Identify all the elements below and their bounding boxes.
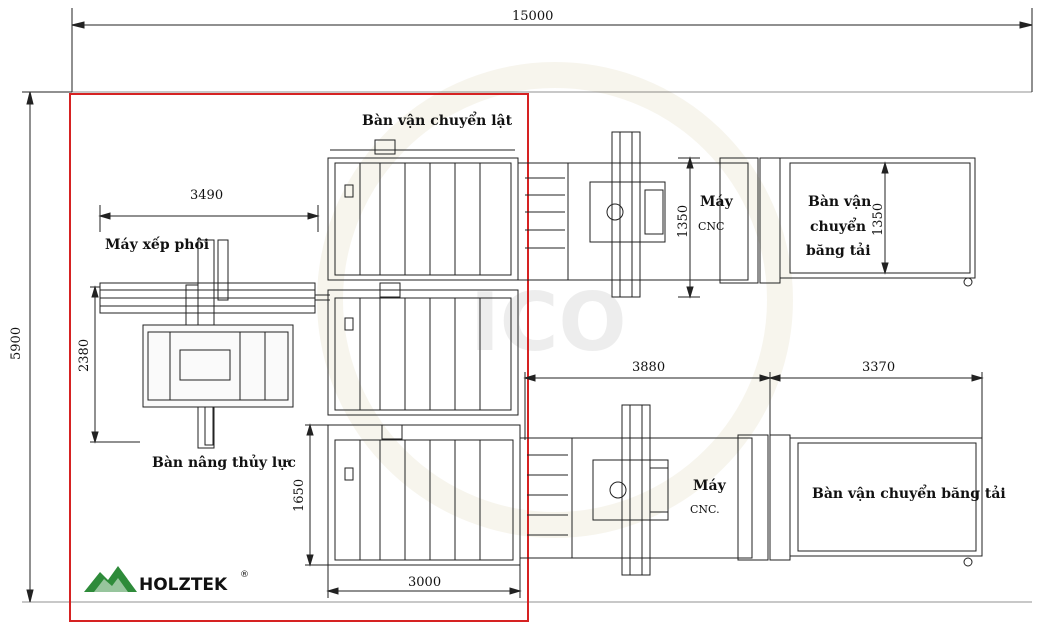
watermark: ICO xyxy=(317,62,793,538)
cnc-line-top xyxy=(517,131,976,299)
belt-top-label-2: chuyển xyxy=(810,217,866,235)
logo-registered: ® xyxy=(240,570,249,580)
belt-top-label-3: băng tải xyxy=(806,242,871,259)
highlight-box xyxy=(69,93,529,622)
dim-total-width xyxy=(71,8,1033,93)
belt-bottom-label: Bàn vận chuyển băng tải xyxy=(812,484,1006,502)
hydraulic-lift-label: Bàn nâng thủy lực xyxy=(152,454,296,471)
dim-cnc-top-label: 1350 xyxy=(676,205,691,238)
cnc-top-label-2: CNC xyxy=(698,220,724,233)
belt-top-label-1: Bàn vận xyxy=(808,194,871,210)
dim-conveyor-top-label: 1350 xyxy=(871,203,886,236)
mountain-icon xyxy=(84,566,137,592)
dim-table-height-label: 1650 xyxy=(292,479,307,512)
cnc-line-bottom xyxy=(519,372,984,576)
stacker-machine xyxy=(90,205,330,449)
dim-conveyor-bottom-label: 3370 xyxy=(862,360,895,375)
dim-table-width-label: 3000 xyxy=(408,575,441,590)
dim-stacker-width-label: 3490 xyxy=(190,188,223,203)
flip-conveyor-label: Bàn vận chuyển lật xyxy=(362,111,513,129)
cnc-bottom-label-2: CNC. xyxy=(690,503,720,516)
svg-text:ICO: ICO xyxy=(470,276,626,369)
flip-conveyor-tables xyxy=(305,139,522,598)
cnc-top-label-1: Máy xyxy=(700,194,734,210)
logo-text: HOLZTEK xyxy=(139,575,228,595)
dim-total-width-label: 15000 xyxy=(512,9,553,24)
holztek-logo: HOLZTEK ® xyxy=(84,566,249,595)
dim-cnc-bottom-label: 3880 xyxy=(632,360,665,375)
stacker-label: Máy xếp phôi xyxy=(105,235,209,253)
dim-total-height-label: 5900 xyxy=(9,327,24,360)
dim-stacker-height-label: 2380 xyxy=(77,339,92,372)
cnc-bottom-label-1: Máy xyxy=(693,478,727,494)
